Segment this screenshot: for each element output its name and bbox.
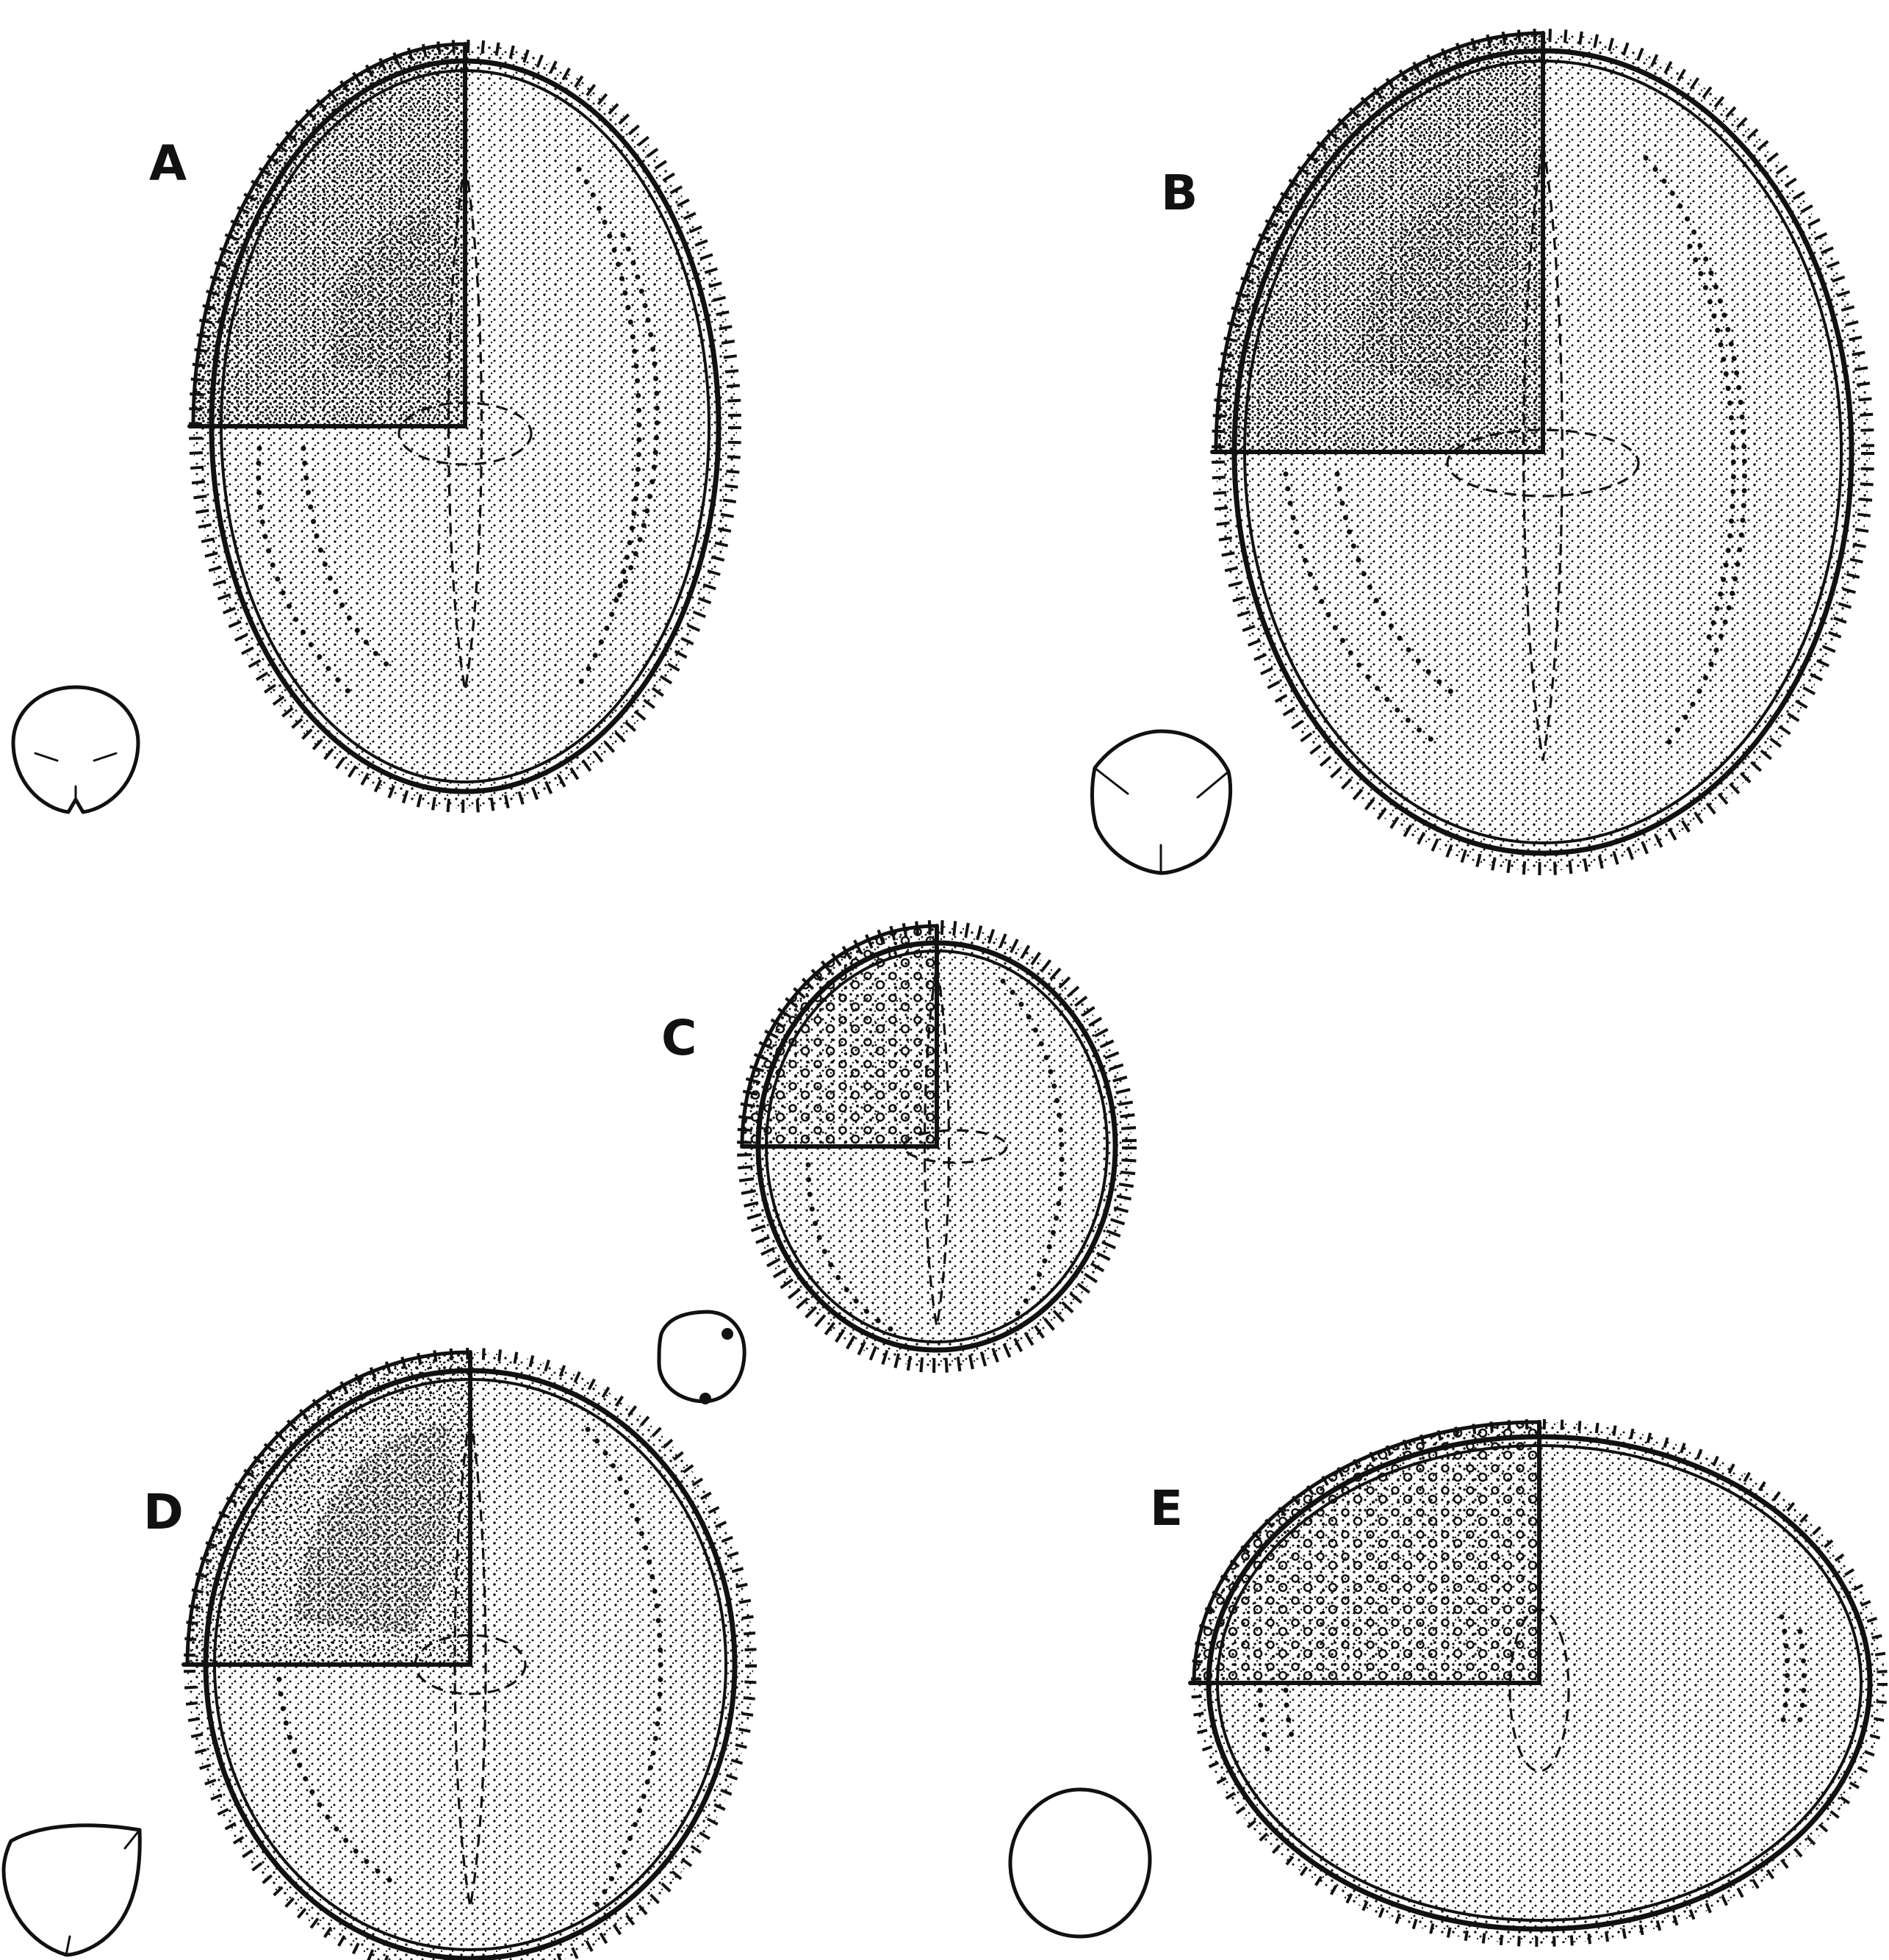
pollen-grain-equatorial-view: [742, 926, 1131, 1367]
reticulate-exine-quadrant: [742, 926, 937, 1146]
polar-aperture-lines: [1095, 768, 1228, 873]
pollen-grain-equatorial-view: [184, 1352, 753, 1960]
pollen-grain-equatorial-view: [1190, 1422, 1885, 1944]
reticulate-exine-quadrant: [1194, 1422, 1539, 1683]
pollen-grain-equatorial-view: [1212, 33, 1870, 871]
panel-e: E: [1010, 1422, 1885, 1944]
polar-aperture-dot: [699, 1393, 711, 1404]
polar-outline: [1010, 1790, 1150, 1936]
pollen-grain-polar-view: [4, 1826, 140, 1955]
panel-c: C: [659, 926, 1131, 1404]
pollen-grain-polar-view: [1092, 731, 1230, 873]
polar-aperture-lines: [35, 753, 116, 800]
pollen-grain-equatorial-view: [190, 44, 737, 808]
panel-label-a: A: [149, 135, 187, 192]
panel-label-e: E: [1150, 1480, 1183, 1537]
pollen-grain-polar-view: [659, 1312, 744, 1404]
polar-outline: [4, 1826, 140, 1955]
polar-aperture-dot: [722, 1328, 733, 1340]
panel-label-d: D: [143, 1484, 184, 1540]
panel-d: D: [4, 1352, 753, 1960]
polar-aperture-lines: [66, 1830, 140, 1955]
panel-a: A: [13, 44, 737, 812]
pollen-grain-polar-view: [13, 687, 138, 812]
panel-label-c: C: [661, 1010, 697, 1066]
panel-b: B: [1092, 33, 1870, 873]
polar-outline: [659, 1312, 744, 1401]
pollen-grain-polar-view: [1010, 1790, 1150, 1936]
panel-label-b: B: [1161, 165, 1198, 221]
